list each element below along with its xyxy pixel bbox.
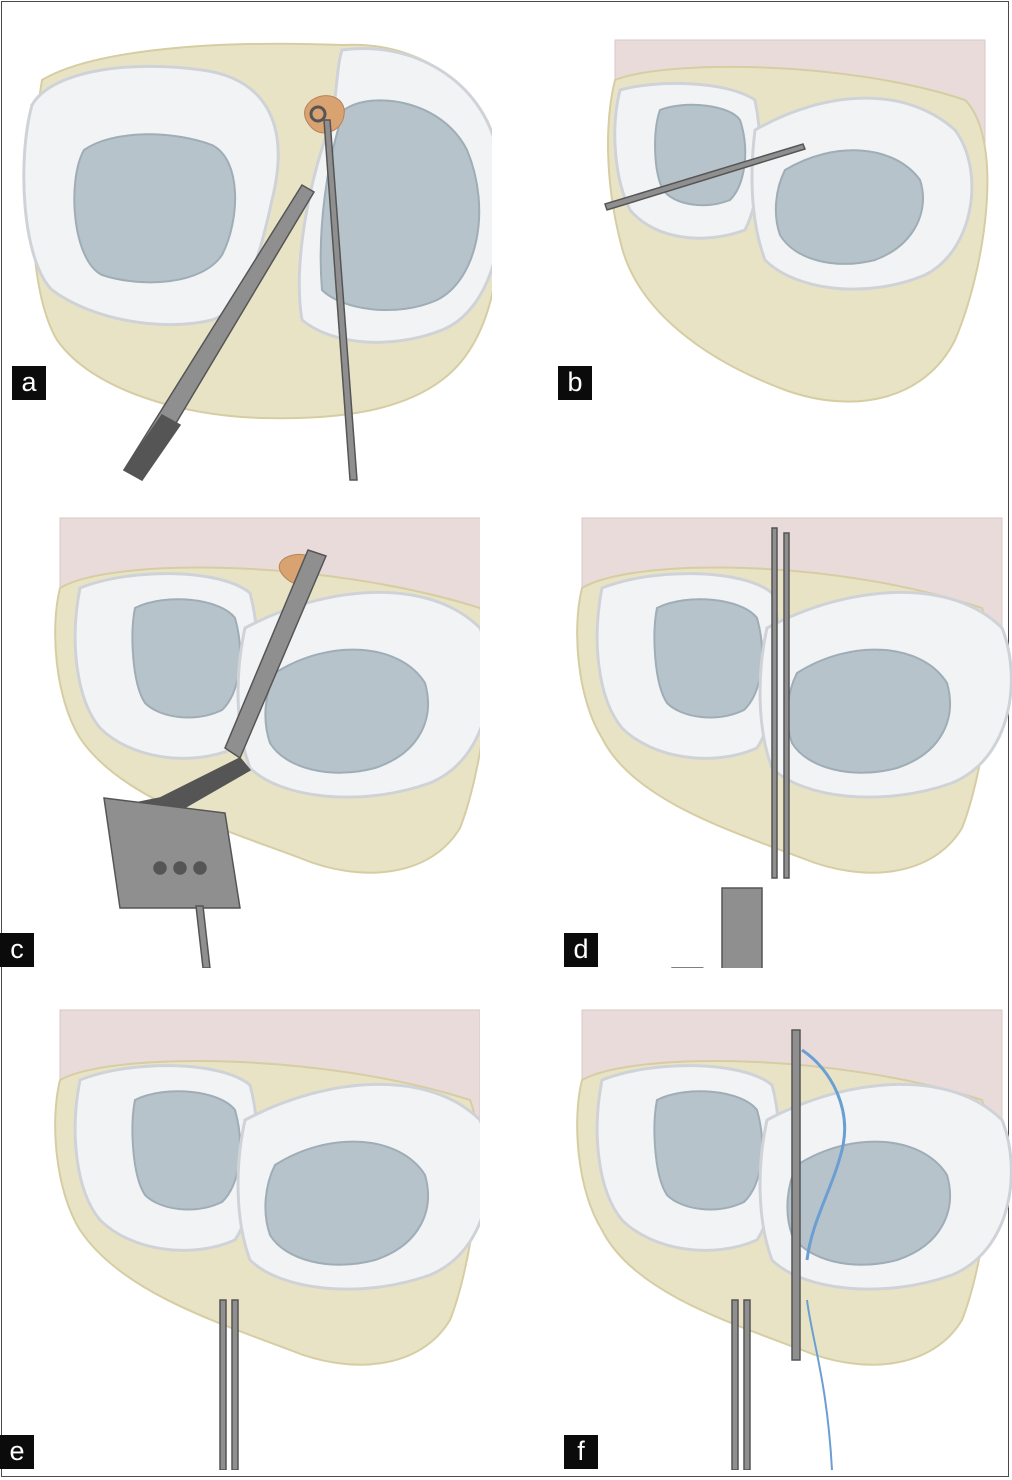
panel-c-illustration (54, 517, 480, 968)
panel-label-a: a (12, 366, 46, 400)
drill-sleeve (721, 887, 763, 968)
panel-b: b (545, 20, 1012, 490)
guide-pin (231, 1299, 239, 1470)
needle-instrument (604, 143, 806, 211)
lateral-cartilage (131, 598, 242, 719)
medial-cartilage (786, 648, 951, 774)
panel-label-b: b (558, 366, 592, 400)
panel-e: e (0, 1000, 480, 1470)
arthroscope-grip (122, 414, 182, 481)
guide-pin (783, 532, 790, 879)
guide-hole (153, 861, 167, 875)
panel-f: f (532, 1000, 1012, 1470)
guide-hole (173, 861, 187, 875)
panel-b-illustration (604, 39, 989, 403)
suture (806, 1299, 833, 1470)
panel-label-e: e (0, 1435, 34, 1469)
guide-pin (731, 1299, 739, 1470)
panel-e-illustration (54, 1009, 480, 1470)
lateral-cartilage (654, 103, 747, 207)
medial-cartilage (786, 1140, 951, 1266)
panel-d-illustration (576, 517, 1012, 968)
lateral-cartilage (653, 1090, 764, 1211)
curette-tip (309, 105, 327, 123)
panel-d: d (532, 498, 1012, 968)
lateral-cartilage (131, 1090, 242, 1211)
guide-pin (195, 905, 211, 968)
panel-c: c (0, 498, 480, 968)
panel-label-d: d (564, 933, 598, 967)
guide-pin (219, 1299, 227, 1470)
guide-hole (193, 861, 207, 875)
panel-a: a (12, 20, 492, 490)
guide-pin (743, 1299, 751, 1470)
guide-pin (771, 527, 778, 879)
panel-label-c: c (0, 933, 34, 967)
lateral-cartilage (653, 598, 764, 719)
suture (801, 1048, 847, 1261)
curette (323, 119, 358, 481)
lateral-cartilage (73, 133, 237, 284)
medial-cartilage (264, 1140, 429, 1266)
medial-cartilage (264, 648, 429, 774)
drill-guide-block (103, 797, 241, 909)
panel-label-f: f (564, 1435, 598, 1469)
panel-a-illustration (22, 42, 492, 482)
suture-passer (791, 1029, 801, 1361)
panel-f-illustration (576, 1009, 1012, 1470)
medial-cartilage (774, 149, 924, 265)
medial-cartilage (319, 99, 481, 311)
